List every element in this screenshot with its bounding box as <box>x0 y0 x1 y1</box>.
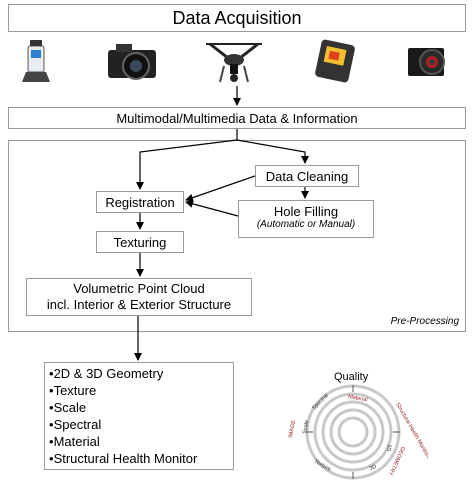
thermal-camera-icon <box>315 39 355 83</box>
arrow-cleaning-to-registration <box>185 175 256 202</box>
registration-box: Registration <box>96 191 184 213</box>
output-item: •Structural Health Monitor <box>49 451 198 466</box>
point-cloud-line1: Volumetric Point Cloud <box>73 281 205 296</box>
quality-label-spectral: Spectral <box>311 393 330 412</box>
output-list-box: •2D & 3D Geometry •Texture •Scale •Spect… <box>44 362 234 470</box>
point-cloud-box: Volumetric Point Cloud incl. Interior & … <box>26 278 252 316</box>
quality-label-3d: 3D <box>369 464 378 472</box>
texturing-label: Texturing <box>113 235 167 250</box>
arrow-hole-filling-to-registration <box>185 199 239 217</box>
camera-icon <box>108 44 156 80</box>
arrow-to-registration <box>136 139 238 190</box>
quality-label-material: Material <box>348 394 368 403</box>
quality-label-scale: Scale <box>302 420 310 435</box>
registration-label: Registration <box>105 195 175 210</box>
laser-scanner-icon <box>22 40 50 82</box>
data-cleaning-label: Data Cleaning <box>265 169 349 184</box>
preprocessing-label: Pre-Processing <box>390 316 459 327</box>
output-item: •Material <box>49 434 100 449</box>
output-item: •2D & 3D Geometry <box>49 366 164 381</box>
data-cleaning-box: Data Cleaning <box>255 165 359 187</box>
quality-radial-diagram: Material Structural Health Monitoring 2D… <box>288 384 428 480</box>
texturing-box: Texturing <box>96 231 184 253</box>
multimodal-data-label: Multimodal/Multimedia Data & Information <box>116 111 358 126</box>
quality-label-image: IMAGE <box>288 420 297 439</box>
output-item: •Scale <box>49 400 87 415</box>
quality-label-2d: 2D <box>385 444 392 452</box>
hole-filling-sublabel: (Automatic or Manual) <box>256 219 356 230</box>
point-cloud-line2: incl. Interior & Exterior Structure <box>46 297 232 312</box>
multimodal-data-box: Multimodal/Multimedia Data & Information <box>8 107 466 129</box>
industrial-camera-icon <box>408 48 445 76</box>
hole-filling-box: Hole Filling (Automatic or Manual) <box>238 200 374 238</box>
output-item: •Spectral <box>49 417 102 432</box>
drone-icon <box>206 42 262 83</box>
data-acquisition-header: Data Acquisition <box>8 4 466 32</box>
hole-filling-label: Hole Filling <box>273 204 339 219</box>
quality-title: Quality <box>334 371 369 383</box>
output-item: •Texture <box>49 383 97 398</box>
data-acquisition-title: Data Acquisition <box>172 8 302 28</box>
arrow-to-data-cleaning <box>236 139 309 164</box>
